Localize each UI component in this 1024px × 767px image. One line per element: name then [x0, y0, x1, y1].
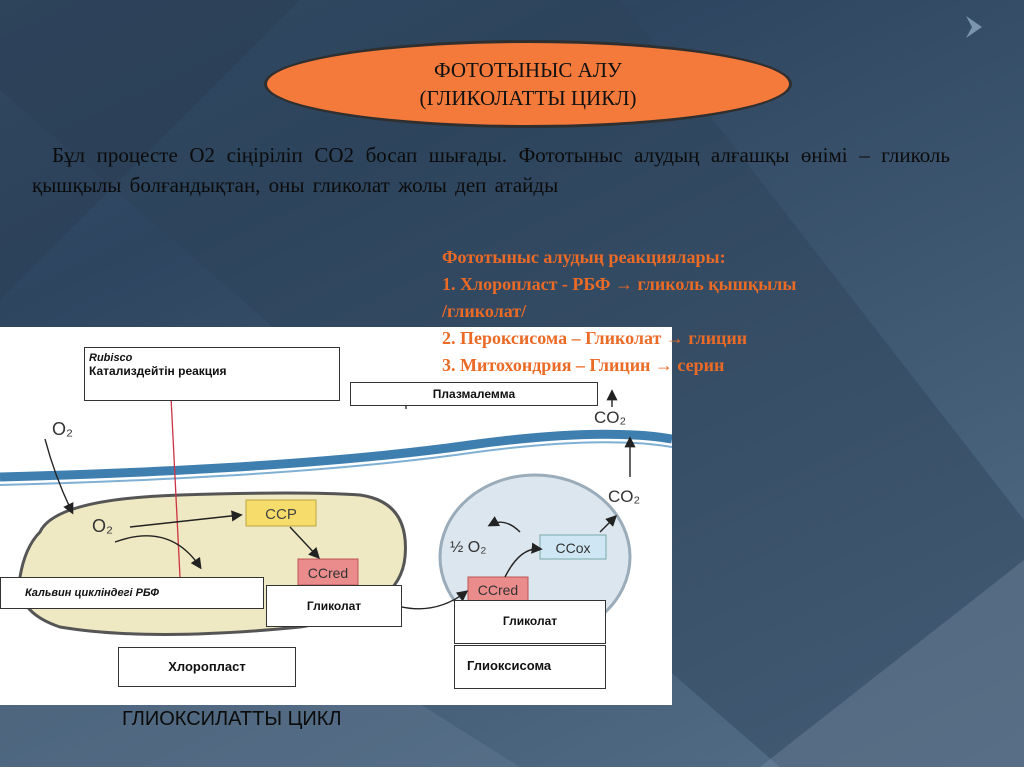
cell-membrane: [0, 434, 672, 477]
intro-paragraph: Бұл процесте О2 сіңіріліп СО2 босап шыға…: [32, 140, 950, 200]
chevron-right-icon: [960, 12, 990, 42]
plasmalemma-box: Плазмалемма: [350, 382, 598, 406]
glycolate-glyoxysome-label: Гликолат: [503, 614, 557, 628]
glyoxysome-box: Глиоксисома: [454, 645, 606, 689]
chloroplast-box: Хлоропласт: [118, 647, 296, 687]
chloroplast-label: Хлоропласт: [168, 659, 246, 674]
cc-red-glyoxysome-label: CCred: [478, 582, 518, 598]
glyoxysome-label: Глиоксисома: [467, 658, 551, 673]
rubisco-title: Rubisco: [89, 352, 335, 364]
o2-top-label: O₂: [52, 419, 73, 439]
slide-title-oval: ФОТОТЫНЫС АЛУ (ГЛИКОЛАТТЫ ЦИКЛ): [264, 40, 792, 128]
reaction-item: /гликолат/: [442, 298, 1002, 325]
cc-ox-label: CCox: [555, 540, 590, 556]
co2-upper-label: CO₂: [594, 408, 626, 427]
slide-title-line1: ФОТОТЫНЫС АЛУ: [434, 56, 622, 84]
glycolate-chloroplast-label: Гликолат: [307, 599, 361, 613]
photorespiration-diagram: CCP CCred CCred CCox O₂ O₂ ½ O₂ CO₂ CO₂ …: [0, 327, 672, 705]
co2-lower-label: CO₂: [608, 487, 640, 506]
rubisco-box: Rubisco Катализдейтін реакция: [84, 347, 340, 401]
ccp-label: CCP: [265, 506, 297, 523]
glycolate-glyoxysome-box: Гликолат: [454, 600, 606, 644]
reaction-item: 3. Митохондрия – Глицин → серин: [442, 352, 1002, 379]
reactions-list: Фототыныс алудың реакциялары: 1. Хлоропл…: [442, 244, 1002, 379]
o2-inner-label: O₂: [92, 516, 113, 536]
slide-title-line2: (ГЛИКОЛАТТЫ ЦИКЛ): [420, 84, 637, 112]
calvin-rbf-label: Кальвин циклiндегi РБФ: [25, 587, 159, 599]
reaction-item: 2. Пероксисома – Гликолат → глицин: [442, 325, 1002, 352]
rubisco-subtitle: Катализдейтін реакция: [89, 364, 335, 378]
plasmalemma-label: Плазмалемма: [433, 387, 515, 401]
reactions-heading: Фототыныс алудың реакциялары:: [442, 244, 1002, 271]
glycolate-chloroplast-box: Гликолат: [266, 585, 402, 627]
reaction-item: 1. Хлоропласт - РБФ → гликоль қышқылы: [442, 271, 1002, 298]
half-o2-label: ½ O₂: [450, 539, 486, 556]
cc-red-chloroplast-label: CCred: [308, 565, 348, 581]
calvin-rbf-box: Кальвин циклiндегi РБФ: [0, 577, 264, 609]
glyoxylate-cycle-caption: ГЛИОКСИЛАТТЫ ЦИКЛ: [122, 708, 342, 731]
